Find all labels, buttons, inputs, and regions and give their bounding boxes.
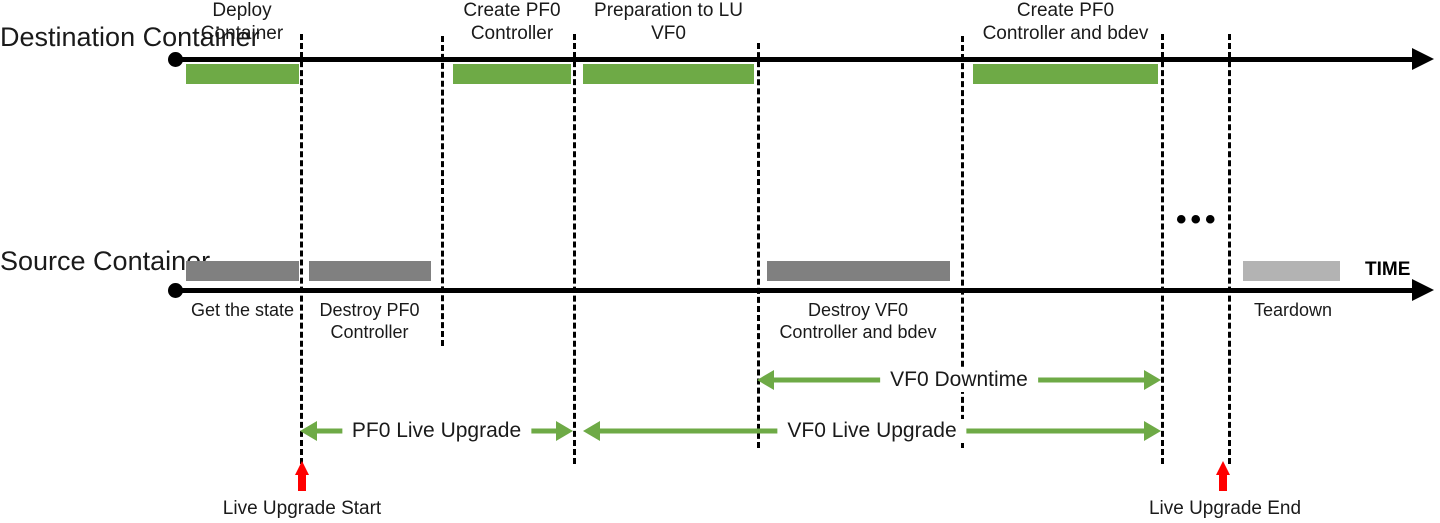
source-task-label: Destroy PF0 Controller (319, 300, 420, 342)
source-axis-origin-dot (168, 283, 183, 298)
source-task-bar (309, 261, 431, 281)
destination-task-label: Deploy Container (200, 0, 284, 44)
phase-separator (1161, 34, 1164, 464)
source-task-label: Get the state (190, 300, 295, 320)
destination-task-bar (583, 64, 754, 84)
destination-task-label: Preparation to LU VF0 (594, 0, 743, 44)
source-task-bar (1243, 261, 1340, 281)
phase-separator (300, 34, 303, 464)
source-task-bar (186, 261, 299, 281)
destination-axis-line (172, 57, 1414, 62)
source-axis-line (172, 288, 1414, 293)
live-upgrade-start-marker-icon (295, 461, 309, 491)
phase-separator (961, 36, 964, 448)
measure-label: PF0 Live Upgrade (341, 419, 532, 443)
source-task-bar (767, 261, 950, 281)
source-task-label: Destroy VF0 Controller and bdev (779, 300, 937, 342)
continuation-ellipsis: ••• (1176, 203, 1220, 236)
destination-row-label: Destination Container (0, 22, 260, 52)
arrow-head-left-icon (300, 421, 317, 441)
live-upgrade-end-label: Live Upgrade End (1148, 498, 1302, 519)
destination-task-bar (186, 64, 299, 84)
phase-separator (1228, 34, 1231, 464)
destination-task-label: Create PF0 Controller and bdev (982, 0, 1149, 44)
time-axis-label: TIME (1365, 259, 1411, 280)
source-row-label: Source Container (0, 246, 211, 276)
phase-separator (441, 36, 444, 346)
live-upgrade-start-label: Live Upgrade Start (222, 498, 382, 519)
measure-label: VF0 Downtime (880, 368, 1038, 392)
source-task-label: Teardown (1253, 300, 1333, 320)
destination-axis-origin-dot (168, 52, 183, 67)
measure-vf0-downtime: VF0 Downtime (757, 367, 1161, 393)
destination-task-bar (453, 64, 571, 84)
destination-axis-arrowhead (1412, 48, 1434, 70)
source-axis-arrowhead (1412, 279, 1434, 301)
arrow-head-right-icon (556, 421, 573, 441)
phase-separator (757, 43, 760, 448)
destination-task-bar (973, 64, 1158, 84)
phase-separator (573, 34, 576, 464)
arrow-head-left-icon (583, 421, 600, 441)
measure-label: VF0 Live Upgrade (777, 419, 967, 443)
measure-vf0-live-upgrade: VF0 Live Upgrade (583, 418, 1161, 444)
arrow-head-right-icon (1144, 370, 1161, 390)
measure-pf0-live-upgrade: PF0 Live Upgrade (300, 418, 573, 444)
destination-task-label: Create PF0 Controller (463, 0, 561, 44)
arrow-head-right-icon (1144, 421, 1161, 441)
live-upgrade-end-marker-icon (1216, 461, 1230, 491)
arrow-head-left-icon (757, 370, 774, 390)
